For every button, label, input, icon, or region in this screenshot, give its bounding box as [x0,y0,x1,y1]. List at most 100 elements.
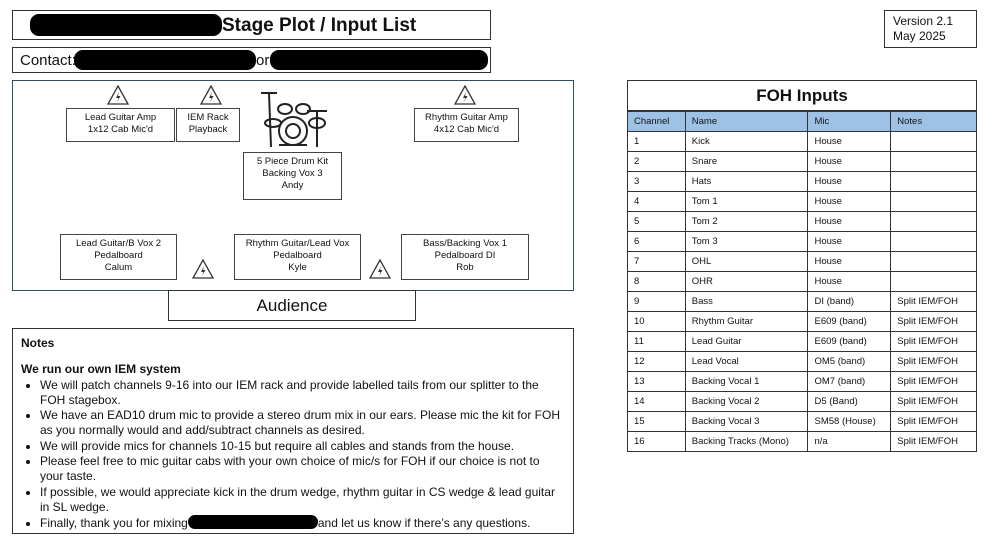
cell-channel: 4 [627,191,686,212]
cell-name: Backing Vocal 3 [684,411,809,432]
note-item: Please feel free to mic guitar cabs with… [40,454,565,485]
cell-name: OHL [684,251,809,272]
cell-mic: House [807,251,892,272]
cell-mic: House [807,271,892,292]
foh-title-box: FOH Inputs [627,80,977,111]
cell-channel: 12 [627,351,686,372]
title-box: Stage Plot / Input List [12,10,491,40]
notes-subheading: We run our own IEM system [21,362,181,377]
cell-notes: Split IEM/FOH [890,311,977,332]
audience-label-box: Audience [168,290,416,321]
cell-channel: 6 [627,231,686,252]
redacted-venue [187,515,318,530]
table-header-row: Channel Name Mic Notes [627,111,977,132]
foh-title: FOH Inputs [756,86,848,105]
bass-position: Bass/Backing Vox 1 Pedalboard DI Rob [401,234,529,280]
note-final-pre: Finally, thank you for mixing [40,516,188,531]
cell-mic: House [807,171,892,192]
note-item: If possible, we would appreciate kick in… [40,485,565,516]
cell-mic: House [807,131,892,152]
redacted-contact-1 [74,50,256,70]
power-warning-icon [200,85,222,105]
cell-channel: 8 [627,271,686,292]
cell-mic: OM7 (band) [807,371,892,392]
cell-notes [890,271,977,292]
cell-name: Snare [684,151,809,172]
contact-box: Contact: or [12,47,491,73]
stage-plot: Lead Guitar Amp 1x12 Cab Mic'd IEM Rack … [12,80,574,291]
notes-list: We will patch channels 9-16 into our IEM… [21,378,565,532]
cell-notes [890,191,977,212]
cell-name: Backing Vocal 1 [684,371,809,392]
note-final-post: and let us know if there’s any questions… [317,516,531,531]
cell-notes: Split IEM/FOH [890,291,977,312]
cell-notes [890,231,977,252]
cell-channel: 7 [627,251,686,272]
cell-mic: n/a [807,431,892,452]
cell-name: Backing Vocal 2 [684,391,809,412]
cell-name: Backing Tracks (Mono) [684,431,809,452]
cell-name: OHR [684,271,809,292]
cell-notes [890,211,977,232]
cell-name: Bass [684,291,809,312]
iem-rack: IEM Rack Playback [176,108,240,142]
cell-notes [890,131,977,152]
cell-notes: Split IEM/FOH [890,331,977,352]
cell-notes [890,171,977,192]
cell-mic: House [807,211,892,232]
cell-mic: House [807,231,892,252]
rhythm-guitar-position: Rhythm Guitar/Lead Vox Pedalboard Kyle [234,234,361,280]
version-number: Version 2.1 [893,14,954,28]
cell-notes: Split IEM/FOH [890,371,977,392]
col-header-notes: Notes [890,111,977,132]
cell-mic: D5 (Band) [807,391,892,412]
lead-guitar-amp: Lead Guitar Amp 1x12 Cab Mic'd [66,108,175,142]
cell-notes: Split IEM/FOH [890,391,977,412]
cell-channel: 13 [627,371,686,392]
cell-notes [890,151,977,172]
notes-heading: Notes [21,336,55,350]
cell-name: Hats [684,171,809,192]
cell-channel: 11 [627,331,686,352]
note-item: We have an EAD10 drum mic to provide a s… [40,408,565,439]
cell-mic: DI (band) [807,291,892,312]
cell-notes: Split IEM/FOH [890,351,977,372]
col-header-channel: Channel [627,111,686,132]
contact-label: Contact: [20,52,76,69]
cell-mic: House [807,151,892,172]
cell-mic: SM58 (House) [807,411,892,432]
note-item: We will provide mics for channels 10-15 … [40,439,565,454]
cell-name: Lead Guitar [684,331,809,352]
version-box: Version 2.1 May 2025 [884,10,977,48]
power-warning-icon [369,259,391,279]
cell-notes: Split IEM/FOH [890,431,977,452]
cell-channel: 2 [627,151,686,172]
cell-mic: OM5 (band) [807,351,892,372]
cell-channel: 3 [627,171,686,192]
cell-channel: 5 [627,211,686,232]
cell-channel: 1 [627,131,686,152]
cell-channel: 10 [627,311,686,332]
cell-name: Tom 1 [684,191,809,212]
version-date: May 2025 [893,29,946,43]
cell-name: Kick [684,131,809,152]
cell-name: Tom 3 [684,231,809,252]
lead-guitar-position: Lead Guitar/B Vox 2 Pedalboard Calum [60,234,177,280]
redacted-band-name [30,14,222,36]
power-warning-icon [107,85,129,105]
cell-name: Lead Vocal [684,351,809,372]
cell-notes [890,251,977,272]
